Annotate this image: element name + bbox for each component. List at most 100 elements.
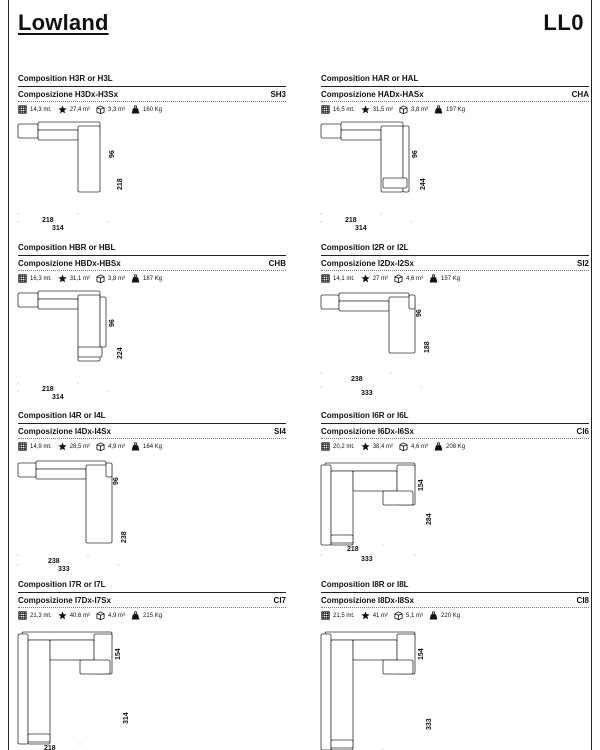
- sofa-left-arm: [330, 739, 354, 749]
- chaise-module: [85, 464, 113, 544]
- fabric-length: 20,2 mt.: [333, 443, 355, 450]
- dimension-tick: [17, 221, 19, 223]
- fabric-length-icon: [18, 105, 27, 114]
- dimension-tick: [320, 386, 322, 388]
- weight-icon: [131, 442, 140, 451]
- side-dimension: 188: [424, 341, 431, 353]
- fabric-length-icon: [321, 274, 330, 283]
- dimension-tick: [410, 221, 412, 223]
- weight: 160 Kg: [143, 106, 163, 113]
- composition-subtitle: Composizione I7Dx-I7Sx: [18, 596, 111, 605]
- dotted-rule: [321, 270, 589, 271]
- dimension-tick: [107, 390, 109, 392]
- dimension-tick: [87, 554, 89, 556]
- package-volume: 3,3 m³: [108, 106, 126, 113]
- dimension-tick: [27, 743, 29, 745]
- weight: 157 Kg: [441, 275, 461, 282]
- composition-title: Composition I7R or I7L: [18, 580, 106, 589]
- chaise-end: [79, 659, 111, 675]
- dotted-rule: [18, 607, 286, 608]
- package-volume: 3,8 m³: [108, 275, 126, 282]
- inner-width-dimension: 238: [48, 558, 60, 565]
- side-dimension: 224: [117, 347, 124, 359]
- dimension-tick: [17, 390, 19, 392]
- fabric-length: 21,3 mt.: [30, 612, 52, 619]
- composition-title: Composition I2R or I2L: [321, 243, 409, 252]
- chaise-module: [388, 296, 416, 354]
- side-dimension: 333: [426, 718, 433, 730]
- total-width-dimension: 333: [361, 556, 373, 563]
- fabric-length-icon: [321, 105, 330, 114]
- package-volume: 4,9 m³: [108, 443, 126, 450]
- package-volume-icon: [399, 442, 408, 451]
- leather-area: 38,4 m²: [372, 443, 394, 450]
- composition-title: Composition I6R or I6L: [321, 411, 409, 420]
- chaise-end: [382, 490, 414, 506]
- composition-title: Composition HBR or HBL: [18, 243, 116, 252]
- total-width-dimension: 314: [355, 225, 367, 232]
- page-frame: [8, 0, 592, 750]
- fabric-length-icon: [18, 274, 27, 283]
- dimension-tick: [17, 554, 19, 556]
- chaise-back: [408, 294, 416, 310]
- leather-area: 27,4 m²: [69, 106, 91, 113]
- package-volume: 3,8 m³: [411, 106, 429, 113]
- title-rule: [18, 423, 286, 424]
- fabric-length: 14,9 mt.: [30, 443, 52, 450]
- dimension-tick: [17, 213, 19, 215]
- chaise-end: [77, 346, 103, 358]
- title-rule: [18, 592, 286, 593]
- depth-dimension: 154: [418, 648, 425, 660]
- leather-area-icon: [361, 442, 370, 451]
- chaise-back: [402, 125, 410, 193]
- fabric-length-icon: [321, 611, 330, 620]
- composition-code: SH3: [270, 90, 286, 99]
- dimension-tick: [117, 564, 119, 566]
- weight: 208 Kg: [446, 443, 466, 450]
- dimension-tick: [77, 213, 79, 215]
- dimension-tick: [330, 544, 332, 546]
- side-dimension: 218: [117, 178, 124, 190]
- side-dimension: 314: [123, 712, 130, 724]
- weight-icon: [434, 105, 443, 114]
- sofa-seat: [340, 129, 382, 141]
- package-volume-icon: [399, 105, 408, 114]
- dimension-tick: [320, 221, 322, 223]
- fabric-length-icon: [18, 611, 27, 620]
- total-width-dimension: 314: [52, 225, 64, 232]
- depth-dimension: 154: [115, 648, 122, 660]
- dotted-rule: [321, 438, 589, 439]
- package-volume: 5,1 m³: [406, 612, 424, 619]
- total-width-dimension: 333: [361, 390, 373, 397]
- composition-subtitle: Composizione I8Dx-I8Sx: [321, 596, 414, 605]
- sofa-arm: [17, 462, 37, 478]
- composition-title: Composition H3R or H3L: [18, 74, 113, 83]
- package-volume: 4,9 m³: [108, 612, 126, 619]
- sofa-seat: [37, 129, 79, 141]
- side-dimension: 244: [420, 178, 427, 190]
- package-volume-icon: [394, 274, 403, 283]
- dimension-tick: [77, 382, 79, 384]
- sofa-left-back: [17, 633, 29, 745]
- sofa-left-seat: [330, 639, 354, 750]
- sofa-plan-drawing: 154333238333: [320, 631, 433, 750]
- leather-area: 31,1 m²: [69, 275, 91, 282]
- leather-area: 27 m²: [372, 275, 389, 282]
- dotted-rule: [321, 607, 589, 608]
- side-dimension: 284: [426, 513, 433, 525]
- inner-width-dimension: 218: [42, 217, 54, 224]
- sofa-seat: [37, 298, 79, 310]
- leather-area-icon: [58, 274, 67, 283]
- leather-area-icon: [361, 105, 370, 114]
- fabric-length: 21,5 mt.: [333, 612, 355, 619]
- leather-area-icon: [58, 611, 67, 620]
- sofa-seat: [49, 639, 95, 661]
- dimension-tick: [17, 564, 19, 566]
- composition-code: CI6: [576, 427, 589, 436]
